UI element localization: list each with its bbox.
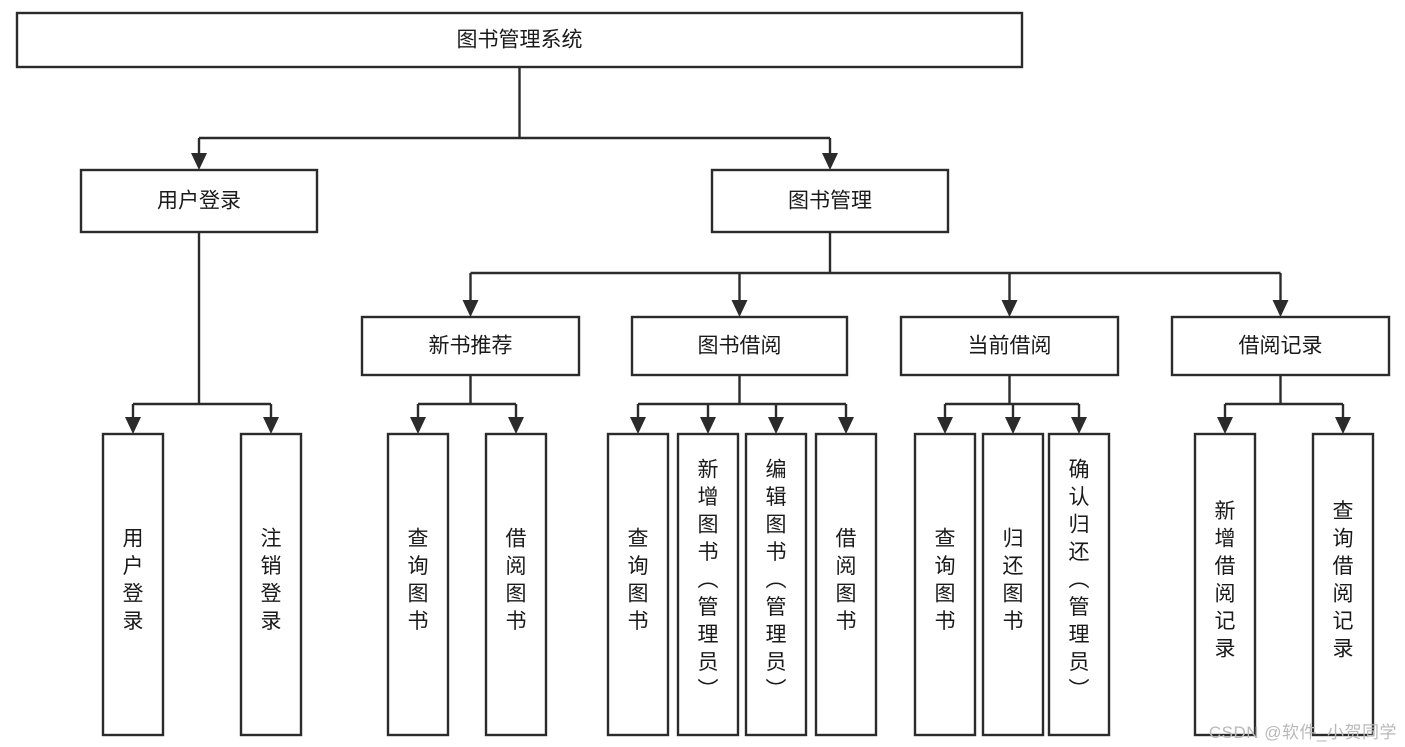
- arrowhead-icon: [822, 153, 838, 170]
- node-leaf-borrow-edit[interactable]: 编辑图书︵管理员︶: [744, 432, 808, 737]
- arrowhead-icon: [1071, 417, 1087, 434]
- node-box[interactable]: [1170, 315, 1391, 377]
- node-label: 图书管理系统: [457, 29, 583, 52]
- node-book-manage[interactable]: 图书管理: [710, 168, 950, 234]
- node-leaf-rec-query[interactable]: 查询图书: [386, 432, 450, 737]
- node-label: 新增借阅记录: [1215, 500, 1236, 661]
- node-label: 图书管理: [788, 190, 872, 213]
- node-leaf-borrow-add[interactable]: 新增图书︵管理员︶: [676, 432, 740, 737]
- node-leaf-rec-add[interactable]: 新增借阅记录: [1193, 432, 1257, 737]
- node-box[interactable]: [606, 432, 670, 737]
- node-box[interactable]: [1311, 432, 1375, 737]
- node-leaf-rec-search[interactable]: 查询借阅记录: [1311, 432, 1375, 737]
- node-leaf-cur-query[interactable]: 查询图书: [913, 432, 977, 737]
- arrowhead-icon: [937, 417, 953, 434]
- node-current-borrow[interactable]: 当前借阅: [899, 315, 1120, 377]
- node-box[interactable]: [1047, 432, 1111, 737]
- arrowhead-icon: [1272, 300, 1289, 317]
- node-leaf-user-login[interactable]: 用户登录: [101, 432, 165, 737]
- node-label: 查询借阅记录: [1333, 500, 1354, 661]
- node-user-login[interactable]: 用户登录: [79, 168, 319, 234]
- node-label: 借阅图书: [836, 527, 857, 633]
- node-box[interactable]: [101, 432, 165, 737]
- node-leaf-cur-confirm[interactable]: 确认归还︵管理员︶: [1047, 432, 1111, 737]
- node-layer: 图书管理系统用户登录图书管理新书推荐图书借阅当前借阅借阅记录用户登录注销登录查询…: [15, 11, 1391, 737]
- node-box[interactable]: [360, 315, 581, 377]
- arrowhead-icon: [1001, 300, 1018, 317]
- node-box[interactable]: [15, 11, 1024, 69]
- arrowhead-icon: [731, 300, 748, 317]
- node-label: 借阅图书: [506, 527, 527, 633]
- node-leaf-borrow-do[interactable]: 借阅图书: [814, 432, 878, 737]
- arrowhead-icon: [125, 417, 141, 434]
- node-label: 新增图书︵管理员︶: [698, 459, 719, 702]
- arrowhead-icon: [768, 417, 784, 434]
- node-box[interactable]: [814, 432, 878, 737]
- node-book-borrow[interactable]: 图书借阅: [630, 315, 849, 377]
- node-borrow-record[interactable]: 借阅记录: [1170, 315, 1391, 377]
- arrowhead-icon: [462, 300, 479, 317]
- arrowhead-icon: [630, 417, 646, 434]
- node-label: 注销登录: [261, 527, 282, 633]
- node-box[interactable]: [981, 432, 1045, 737]
- node-box[interactable]: [79, 168, 319, 234]
- node-box[interactable]: [386, 432, 450, 737]
- node-box[interactable]: [239, 432, 303, 737]
- node-label: 确认归还︵管理员︶: [1069, 459, 1090, 702]
- node-leaf-user-logout[interactable]: 注销登录: [239, 432, 303, 737]
- node-box[interactable]: [1193, 432, 1257, 737]
- node-label: 编辑图书︵管理员︶: [766, 459, 787, 702]
- arrowhead-icon: [838, 417, 854, 434]
- node-new-book-rec[interactable]: 新书推荐: [360, 315, 581, 377]
- node-leaf-rec-borrow[interactable]: 借阅图书: [484, 432, 548, 737]
- node-box[interactable]: [913, 432, 977, 737]
- connector-layer: [125, 67, 1351, 434]
- node-label: 查询图书: [628, 527, 649, 633]
- arrowhead-icon: [508, 417, 524, 434]
- node-box[interactable]: [744, 432, 808, 737]
- node-label: 新书推荐: [429, 335, 513, 358]
- arrowhead-icon: [263, 417, 279, 434]
- node-label: 当前借阅: [968, 335, 1052, 358]
- node-box[interactable]: [676, 432, 740, 737]
- node-label: 查询图书: [408, 527, 429, 633]
- node-label: 归还图书: [1003, 527, 1024, 633]
- node-box[interactable]: [710, 168, 950, 234]
- node-box[interactable]: [630, 315, 849, 377]
- node-label: 图书借阅: [698, 335, 782, 358]
- node-label: 借阅记录: [1239, 335, 1323, 358]
- arrowhead-icon: [700, 417, 716, 434]
- arrowhead-icon: [410, 417, 426, 434]
- node-box[interactable]: [484, 432, 548, 737]
- node-label: 用户登录: [157, 190, 241, 213]
- node-root[interactable]: 图书管理系统: [15, 11, 1024, 69]
- arrowhead-icon: [1335, 417, 1351, 434]
- node-label: 查询图书: [935, 527, 956, 633]
- arrowhead-icon: [191, 153, 207, 170]
- node-label: 用户登录: [123, 527, 144, 633]
- node-leaf-cur-return[interactable]: 归还图书: [981, 432, 1045, 737]
- arrowhead-icon: [1217, 417, 1233, 434]
- arrowhead-icon: [1005, 417, 1021, 434]
- node-leaf-borrow-query[interactable]: 查询图书: [606, 432, 670, 737]
- node-box[interactable]: [899, 315, 1120, 377]
